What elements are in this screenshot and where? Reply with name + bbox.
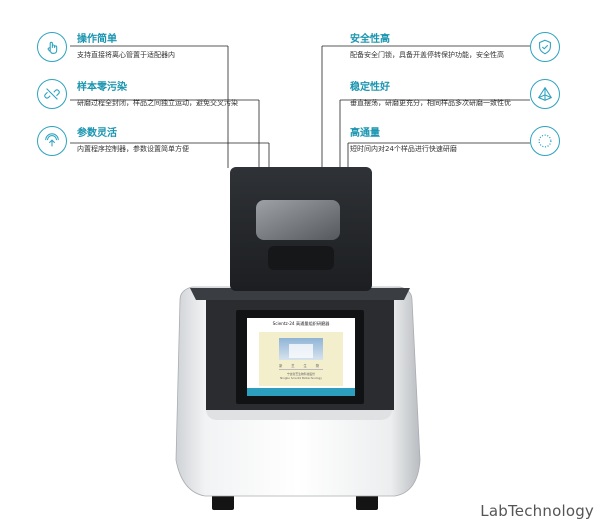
feature-title: 高通量	[350, 128, 380, 139]
feature-title: 参数灵活	[77, 128, 117, 139]
feature-desc: 配备安全门锁，具备开盖停转保护功能，安全性高	[350, 51, 504, 59]
feature-title: 安全性高	[350, 34, 390, 45]
screen-company-line: 宁波新芝生物科技股份	[287, 372, 315, 376]
feature-desc: 短时间内对24个样品进行快速研磨	[350, 145, 457, 153]
shield-check-icon	[530, 32, 560, 62]
feature-zero-contamination: 样本零污染 研磨过程全封闭，样品之间独立运动，避免交叉污染	[77, 82, 238, 108]
touch-icon	[37, 126, 67, 156]
feature-desc: 支持直接将离心管置于适配器内	[77, 51, 175, 59]
screen-status-bar	[247, 388, 355, 396]
feature-title: 样本零污染	[77, 82, 127, 93]
feature-high-throughput: 高通量 短时间内对24个样品进行快速研磨	[350, 128, 457, 154]
screen-image	[279, 338, 323, 360]
screen-panel: 新 芝 生 物 宁波新芝生物科技股份 Ningbo Scientz Biotec…	[259, 332, 343, 386]
no-link-icon	[37, 79, 67, 109]
feature-high-safety: 安全性高 配备安全门锁，具备开盖停转保护功能，安全性高	[350, 34, 504, 60]
screen-title: Scientz-24 高通量组织研磨器	[272, 321, 330, 326]
screen-divider	[279, 369, 323, 370]
device-touch-screen: Scientz-24 高通量组织研磨器 新 芝 生 物 宁波新芝生物科技股份 N…	[247, 318, 355, 396]
feature-easy-operation: 操作简单 支持直接将离心管置于适配器内	[77, 34, 175, 60]
feature-title: 稳定性好	[350, 82, 390, 93]
feature-desc: 内置程序控制器，参数设置简单方便	[77, 145, 189, 153]
hand-pointer-icon	[37, 32, 67, 62]
dotted-circle-icon	[530, 126, 560, 156]
feature-title: 操作简单	[77, 34, 117, 45]
screen-company-line-en: Ningbo Scientz Biotechnology	[280, 376, 322, 380]
screen-company-name: 新 芝 生 物	[279, 364, 323, 368]
pyramid-icon	[530, 79, 560, 109]
feature-stability: 稳定性好 垂直摆荡，研磨更充分，相同样品多次研磨一致性优	[350, 82, 511, 108]
brand-watermark: LabTechnology	[480, 502, 594, 520]
feature-desc: 垂直摆荡，研磨更充分，相同样品多次研磨一致性优	[350, 99, 511, 107]
feature-flexible-params: 参数灵活 内置程序控制器，参数设置简单方便	[77, 128, 189, 154]
feature-desc: 研磨过程全封闭，样品之间独立运动，避免交叉污染	[77, 99, 238, 107]
